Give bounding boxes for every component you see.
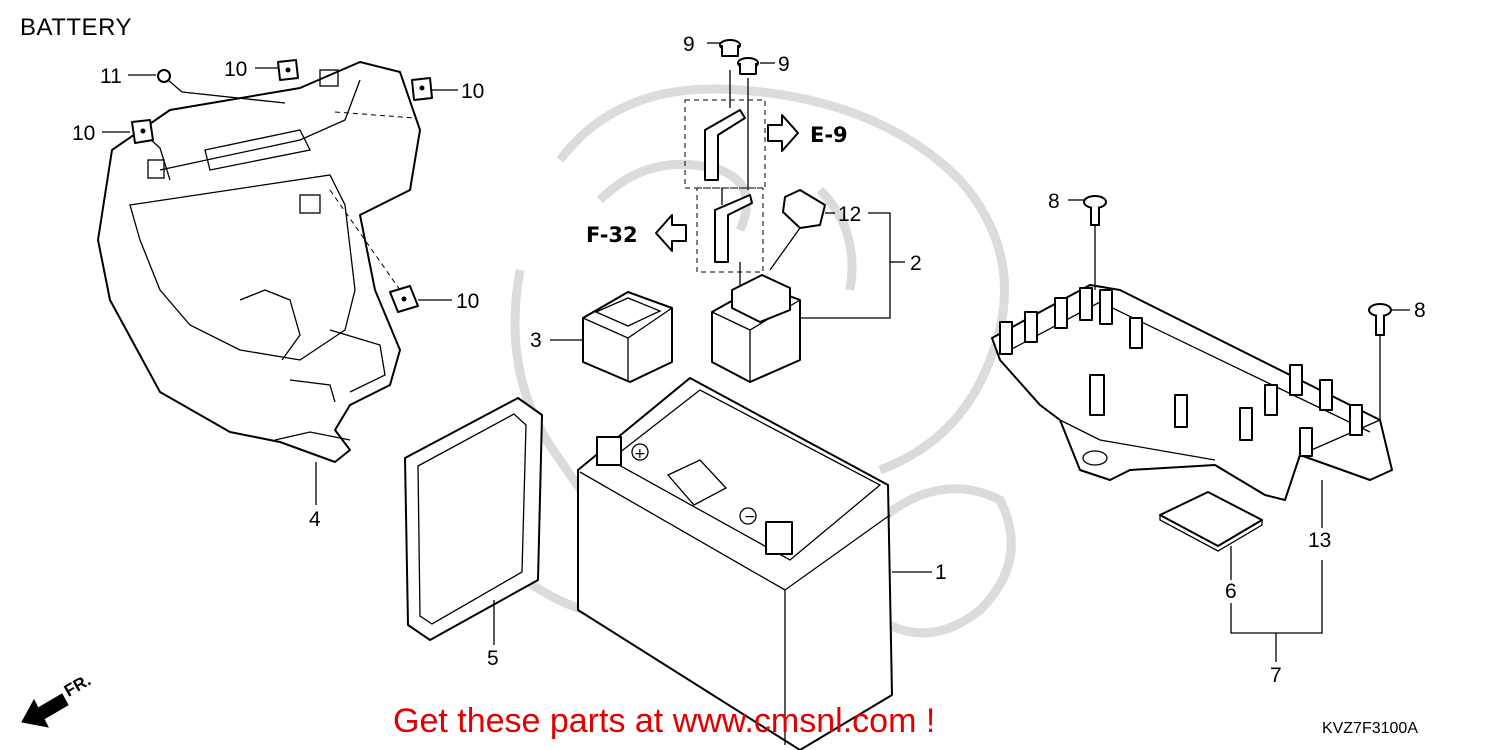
bolt-9b[interactable] — [737, 57, 759, 75]
ref-label-f32[interactable]: F-32 — [586, 223, 638, 247]
svg-text:+: + — [634, 446, 646, 462]
callout-13[interactable]: 13 — [1308, 529, 1331, 552]
part-battery-tray-13[interactable] — [991, 284, 1393, 501]
part-fuse-12[interactable] — [782, 189, 826, 229]
ref-arrow-f32-icon — [655, 214, 687, 252]
part-battery-case-cover[interactable] — [97, 61, 421, 463]
diagram-title: BATTERY — [20, 14, 132, 41]
part-cushion-3[interactable] — [582, 291, 673, 383]
svg-text:−: − — [744, 509, 756, 525]
part-relay-2[interactable] — [711, 227, 801, 383]
callout-9a[interactable]: 9 — [683, 33, 695, 56]
callout-12[interactable]: 12 — [838, 203, 861, 226]
callout-5[interactable]: 5 — [487, 647, 499, 670]
callout-11[interactable]: 11 — [100, 65, 122, 88]
diagram-code: KVZ7F3100A — [1321, 720, 1418, 737]
callout-10d[interactable]: 10 — [456, 290, 479, 313]
callout-3[interactable]: 3 — [530, 329, 542, 352]
clip-nut-10a[interactable] — [277, 59, 299, 81]
part-battery-seal-5[interactable] — [404, 397, 543, 641]
callout-10c[interactable]: 10 — [72, 122, 95, 145]
screw-8b[interactable] — [1368, 303, 1392, 336]
callout-8b[interactable]: 8 — [1414, 299, 1426, 322]
callout-9b[interactable]: 9 — [778, 53, 790, 76]
part-fuse-cable-group[interactable] — [684, 70, 766, 290]
callout-6[interactable]: 6 — [1225, 580, 1237, 603]
callout-1[interactable]: 1 — [935, 561, 947, 584]
bolt-9a[interactable] — [719, 39, 741, 57]
part-pad-6[interactable] — [1159, 491, 1263, 552]
callout-8a[interactable]: 8 — [1048, 190, 1060, 213]
clip-nut-10d[interactable] — [389, 285, 419, 313]
callout-4[interactable]: 4 — [309, 508, 321, 531]
callout-2[interactable]: 2 — [910, 252, 922, 275]
callout-10a[interactable]: 10 — [224, 58, 247, 81]
callout-7[interactable]: 7 — [1270, 664, 1282, 687]
callout-10b[interactable]: 10 — [461, 80, 484, 103]
clip-nut-10b[interactable] — [411, 77, 433, 101]
leader-lines — [102, 42, 1410, 662]
clip-nut-10c[interactable] — [131, 119, 154, 144]
part-battery-1[interactable]: + − — [577, 377, 893, 750]
ref-label-e9[interactable]: E-9 — [810, 123, 848, 147]
screw-11[interactable] — [157, 69, 286, 104]
front-direction-arrow-icon — [21, 693, 69, 728]
screw-8a[interactable] — [1083, 195, 1107, 226]
promo-link-text[interactable]: Get these parts at www.cmsnl.com ! — [393, 702, 936, 740]
ref-arrow-e9-icon — [767, 114, 799, 152]
